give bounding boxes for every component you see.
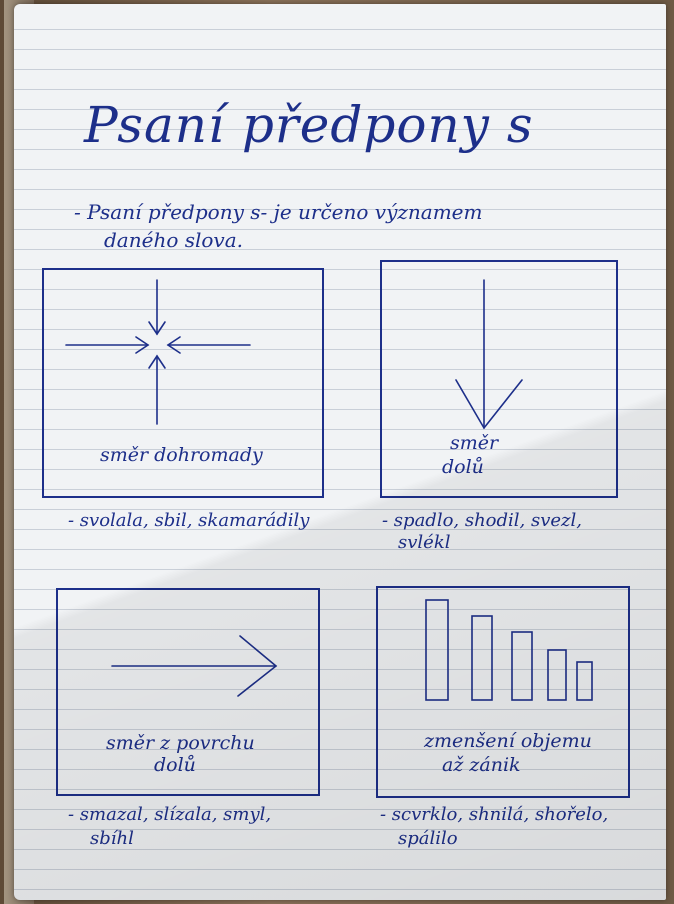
panel-from-surface-examples-1: - smazal, slízala, smyl, — [68, 804, 272, 825]
panel-from-surface-caption-1: směr z povrchu — [106, 732, 255, 754]
panel-shrinking-caption-2: až zánik — [442, 754, 521, 776]
decreasing-bars-icon — [425, 599, 593, 701]
arrows-converge-icon — [65, 279, 251, 425]
intro-line-2: daného slova. — [104, 228, 244, 252]
panel-down-examples-1: - spadlo, shodil, svezl, — [382, 510, 583, 531]
page-title: Psaní předpony s — [84, 96, 534, 154]
panel-from-surface-caption-2: dolů — [154, 754, 196, 776]
panel-from-surface — [56, 588, 320, 796]
panel-from-surface-examples-2: sbíhl — [90, 828, 134, 849]
arrow-right-icon — [111, 635, 278, 697]
panel-together-caption: směr dohromady — [100, 444, 263, 466]
intro-line-1: - Psaní předpony s- je určeno významem — [74, 200, 483, 224]
panel-shrinking-examples-1: - scvrklo, shnilá, shořelo, — [380, 804, 609, 825]
panel-shrinking — [376, 586, 630, 798]
panel-down-caption-1: směr — [450, 432, 499, 454]
panel-down-caption-2: dolů — [442, 456, 484, 478]
panel-together-examples: - svolala, sbil, skamarádily — [68, 510, 310, 531]
panel-shrinking-caption-1: zmenšení objemu — [424, 730, 592, 752]
arrow-down-icon — [455, 279, 523, 430]
notebook-page: Psaní předpony s - Psaní předpony s- je … — [14, 4, 666, 900]
panel-down — [380, 260, 618, 498]
panel-shrinking-examples-2: spálilo — [398, 828, 458, 849]
panel-down-examples-2: svlékl — [398, 532, 451, 553]
panel-together — [42, 268, 324, 498]
